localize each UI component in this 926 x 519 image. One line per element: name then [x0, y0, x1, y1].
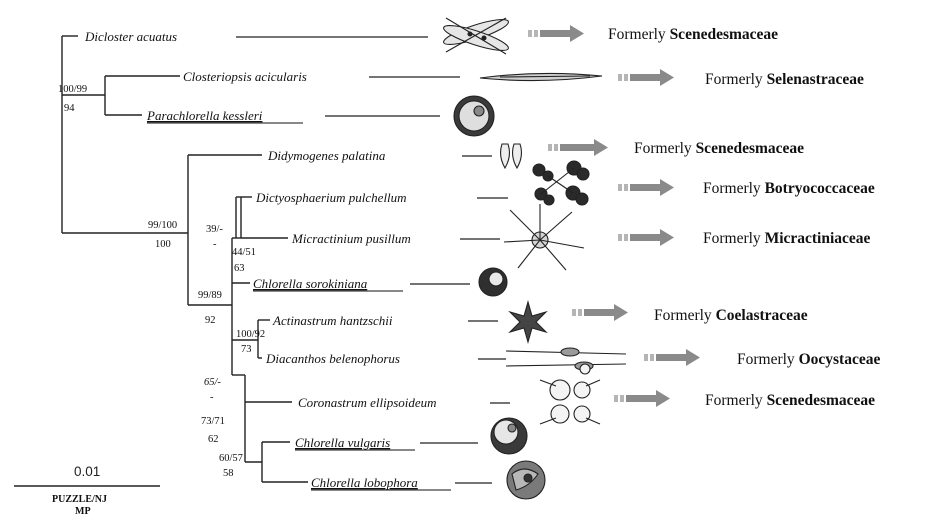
support-value: 39/- — [206, 224, 223, 235]
support-value: 60/57 — [219, 453, 243, 464]
tree-branches — [62, 36, 308, 482]
organism-illustrations — [442, 15, 626, 499]
diacanthos-illustration — [506, 348, 626, 370]
didymogenes-illustration — [501, 144, 522, 168]
coronastrum-illustration — [540, 364, 600, 424]
support-value: 73 — [241, 344, 252, 355]
family-label: Formerly Botryococcaceae — [703, 180, 875, 197]
taxon-label: Dicloster acuatus — [84, 29, 177, 44]
taxon-label: Closteriopsis acicularis — [183, 69, 307, 84]
support-value: 92 — [205, 315, 216, 326]
support-values: 100/99 94 99/100 100 39/- - 44/51 63 99/… — [58, 84, 265, 479]
support-value: 63 — [234, 263, 245, 274]
arrow-icon — [618, 179, 674, 196]
arrow-icon — [618, 229, 674, 246]
taxon-label: Chlorella sorokiniana — [253, 276, 368, 291]
taxon-label: Chlorella vulgaris — [295, 435, 390, 450]
support-value: 100/99 — [58, 84, 87, 95]
support-value: 58 — [223, 468, 234, 479]
taxon-label: Dictyosphaerium pulchellum — [255, 190, 407, 205]
support-value: 44/51 — [232, 247, 256, 258]
support-value: 62 — [208, 434, 219, 445]
family-label: Formerly Selenastraceae — [705, 71, 864, 88]
arrow-icon — [618, 69, 674, 86]
arrow-icon — [572, 304, 628, 321]
support-value: 99/89 — [198, 290, 222, 301]
family-label: Formerly Scenedesmaceae — [705, 392, 875, 409]
vulgaris-illustration — [491, 418, 527, 454]
support-value: 100/92 — [236, 329, 265, 340]
support-value: 73/71 — [201, 416, 225, 427]
arrow-icon — [528, 25, 584, 42]
micractinium-illustration — [504, 204, 584, 270]
arrow-icon — [614, 390, 670, 407]
dicloster-illustration — [442, 15, 511, 55]
taxon-label: Diacanthos belenophorus — [265, 351, 400, 366]
dictyosphaerium-illustration — [533, 161, 589, 205]
arrow-icon — [548, 139, 608, 156]
scale-bar: 0.01 PUZZLE/NJ MP — [14, 464, 160, 517]
family-label: Formerly Scenedesmaceae — [608, 26, 778, 43]
support-value: - — [213, 239, 217, 250]
method-label-top: PUZZLE/NJ — [52, 494, 107, 505]
method-label-bottom: MP — [75, 506, 91, 517]
support-value: 100 — [155, 239, 171, 250]
support-value: 94 — [64, 103, 75, 114]
family-label: Formerly Coelastraceae — [654, 307, 808, 324]
arrow-icon — [644, 349, 700, 366]
taxon-label: Didymogenes palatina — [267, 148, 386, 163]
taxon-label: Micractinium pusillum — [291, 231, 411, 246]
family-labels: Formerly Scenedesmaceae Formerly Selenas… — [608, 26, 880, 409]
closteriopsis-illustration — [480, 73, 602, 80]
support-value: 65/- — [204, 377, 221, 388]
taxon-labels: Dicloster acuatus Closteriopsis acicular… — [84, 29, 437, 490]
family-arrows — [528, 25, 700, 407]
taxon-label: Chlorella lobophora — [311, 475, 418, 490]
taxon-label: Actinastrum hantzschii — [272, 313, 393, 328]
actinastrum-illustration — [510, 302, 546, 342]
support-value: - — [210, 392, 214, 403]
taxon-label: Coronastrum ellipsoideum — [298, 395, 437, 410]
taxon-label: Parachlorella kessleri — [146, 108, 263, 123]
family-label: Formerly Scenedesmaceae — [634, 140, 804, 157]
support-value: 99/100 — [148, 220, 177, 231]
parachlorella-illustration — [454, 96, 494, 136]
family-label: Formerly Micractiniaceae — [703, 230, 871, 247]
lobophora-illustration — [507, 461, 545, 499]
sorokiniana-illustration — [479, 268, 507, 296]
scale-bar-label: 0.01 — [74, 464, 100, 479]
family-label: Formerly Oocystaceae — [737, 351, 880, 368]
